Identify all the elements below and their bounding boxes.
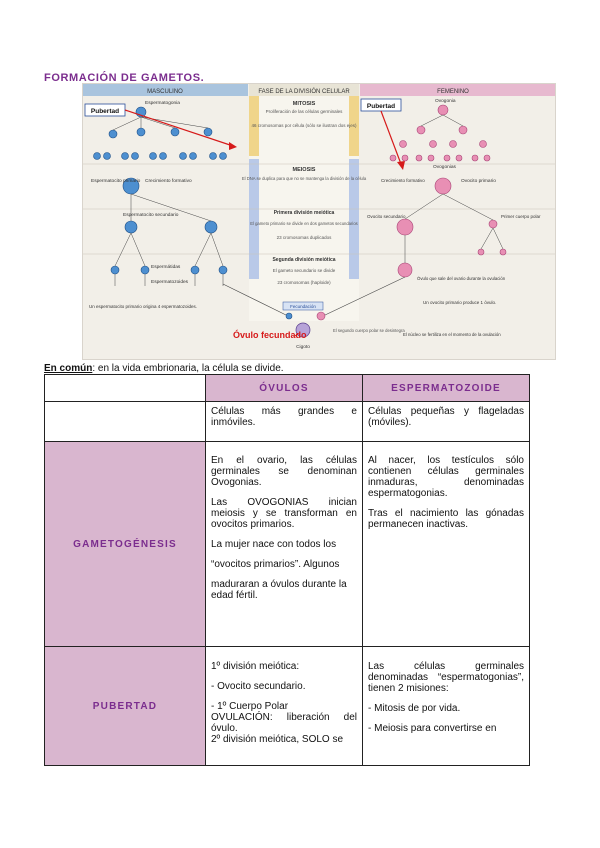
comparison-table: ÓVULOS ESPERMATOZOIDE Células más grande… bbox=[44, 374, 530, 766]
left-label-3: Espermatocito secundario bbox=[123, 212, 179, 218]
zygote-icon bbox=[295, 322, 311, 338]
mid-label-1: Proliferación de las células germinales bbox=[266, 109, 344, 114]
row3-ovulos-1: 1º división meiótica: bbox=[211, 661, 300, 672]
row2-ovulos-4: “ovocitos primarios”. Algunos bbox=[211, 559, 340, 570]
header-espermatozoide: ESPERMATOZOIDE bbox=[362, 374, 530, 402]
row3-ovulos-5: 2º división meiótica, SOLO se bbox=[211, 734, 344, 745]
common-label: En común bbox=[44, 363, 93, 374]
mid-label-5: Primera división meiótica bbox=[274, 210, 335, 216]
row2-ovulos-3: La mujer nace con todos los bbox=[211, 539, 337, 550]
left-label-0: Espermatogonia bbox=[145, 100, 180, 106]
row1-esperma: Células pequeñas y flageladas (móviles). bbox=[368, 406, 524, 428]
pubertad-right: Pubertad bbox=[367, 103, 395, 110]
male-cells bbox=[93, 106, 228, 275]
mid-meiosis: MEIOSIS bbox=[293, 167, 316, 173]
right-label-5: Primer cuerpo polar bbox=[501, 214, 541, 219]
gametogenesis-figure: MASCULINO FASE DE LA DIVISIÓN CELULAR FE… bbox=[82, 83, 556, 360]
mid-label-4: El DNA se duplica para que no se manteng… bbox=[242, 176, 367, 181]
table-header-row: ÓVULOS ESPERMATOZOIDE bbox=[44, 374, 530, 402]
row1-ovulos: Células más grandes e inmóviles. bbox=[211, 406, 357, 428]
mid-label-7: 23 cromosomas duplicados bbox=[277, 235, 333, 240]
masc-header: MASCULINO bbox=[147, 89, 183, 95]
left-label-2: Crecimiento formativo bbox=[145, 178, 192, 184]
left-label-5: Espermatozoides bbox=[151, 279, 189, 285]
mid-label-2: 46 cromosomas por célula (sólo se ilustr… bbox=[251, 123, 357, 128]
mid-label-10: 23 cromosomas (haploide) bbox=[277, 280, 331, 285]
right-label-3: Ovocito primario bbox=[461, 178, 496, 184]
masc-header-bg bbox=[83, 84, 248, 96]
row3-esperma-1: Las células germinales denominadas “espe… bbox=[368, 661, 524, 694]
row-label-gametogenesis: GAMETOGÉNESIS bbox=[44, 441, 206, 647]
pubertad-left: Pubertad bbox=[91, 108, 119, 115]
right-label-7: Un ovocito primario produce 1 óvulo. bbox=[423, 300, 496, 305]
fem-header: FEMENINO bbox=[437, 89, 469, 95]
ovulo-fecundado: Óvulo fecundado bbox=[233, 329, 307, 340]
right-label-2: Crecimiento formativo bbox=[381, 178, 425, 183]
right-label-0: Ovogonia bbox=[435, 98, 456, 104]
row3-esperma-3: - Meiosis para convertirse en bbox=[368, 723, 497, 734]
mid-fecundacion: Fecundación bbox=[290, 304, 316, 309]
left-label-1: Espermatocito primario bbox=[91, 178, 141, 184]
row3-ovulos-4: OVULACIÓN: liberación del óvulo. bbox=[211, 712, 357, 734]
row2-ovulos-5: maduraran a óvulos durante la edad férti… bbox=[211, 579, 347, 601]
right-label-4: Ovocito secundario bbox=[367, 214, 406, 219]
row3-ovulos-2: - Ovocito secundario. bbox=[211, 681, 306, 692]
mid-label-6: El gameto primario se divide en dos game… bbox=[250, 221, 358, 226]
right-label-8: El núcleo se fertiliza en el momento de … bbox=[403, 332, 501, 337]
mid-header-bg bbox=[249, 84, 359, 96]
row2-ovulos-1: En el ovario, las células germinales se … bbox=[211, 455, 357, 488]
common-note: En común: en la vida embrionaria, la cél… bbox=[44, 363, 284, 374]
right-label-1: Ovogonias bbox=[433, 164, 457, 170]
fem-header-bg bbox=[360, 84, 555, 96]
row-label-pubertad: PUBERTAD bbox=[44, 646, 206, 766]
row2-esperma-2: Tras el nacimiento las gónadas permanece… bbox=[368, 508, 524, 530]
cigoto-label: Cigoto bbox=[296, 344, 310, 350]
mid-label-8: Segunda división meiótica bbox=[272, 257, 335, 263]
row2-ovulos-2: Las OVOGONIAS inician meiosis y se trans… bbox=[211, 497, 357, 530]
header-ovulos: ÓVULOS bbox=[205, 374, 363, 402]
table-row: Células más grandes e inmóviles. Células… bbox=[44, 401, 530, 442]
right-label-6: Óvulo que sale del ovario durante la ovu… bbox=[417, 276, 506, 281]
row3-ovulos-3: - 1º Cuerpo Polar bbox=[211, 701, 289, 712]
left-label-4: Espermátidas bbox=[151, 264, 181, 270]
table-row: GAMETOGÉNESIS En el ovario, las células … bbox=[44, 441, 530, 647]
female-cells bbox=[389, 104, 507, 278]
page-title: FORMACIÓN DE GAMETOS. bbox=[44, 72, 205, 84]
common-text: : en la vida embrionaria, la célula se d… bbox=[92, 363, 284, 374]
mid-label-9: El gameto secundario se divide bbox=[273, 268, 336, 273]
left-label-6: Un espermatocito primario origina 4 espe… bbox=[89, 304, 197, 309]
mid-label-12: El segundo cuerpo polar se desintegra bbox=[333, 328, 405, 333]
mid-mitosis: MITOSIS bbox=[293, 101, 316, 107]
header-empty bbox=[44, 374, 206, 402]
mid-header: FASE DE LA DIVISIÓN CELULAR bbox=[258, 88, 350, 95]
table-row: PUBERTAD 1º división meiótica: - Ovocito… bbox=[44, 646, 530, 766]
row2-esperma-1: Al nacer, los testículos sólo contienen … bbox=[368, 455, 524, 499]
row3-esperma-2: - Mitosis de por vida. bbox=[368, 703, 461, 714]
